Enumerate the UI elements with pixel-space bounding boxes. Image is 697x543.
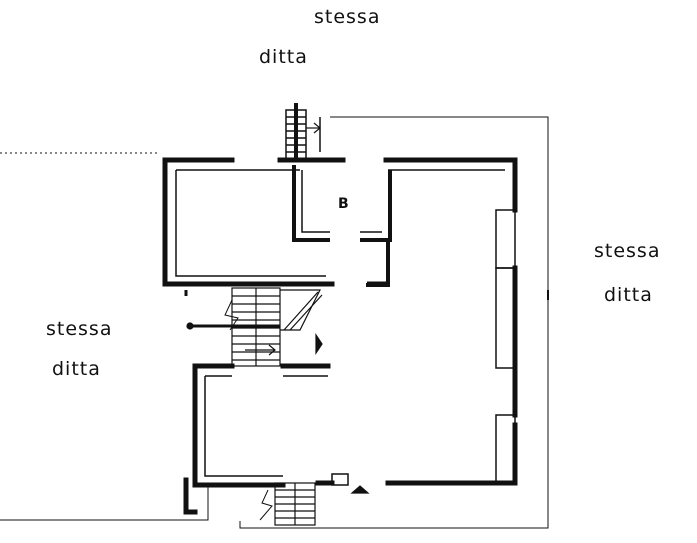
- entrance-stair: [259, 482, 370, 526]
- interior-wall-lines: [175, 169, 516, 486]
- label-top-line1: stessa: [314, 6, 381, 28]
- label-left-line2: ditta: [52, 358, 101, 380]
- label-left-line1: stessa: [46, 318, 113, 340]
- main-stair: [186, 287, 323, 367]
- label-right-line2: ditta: [604, 284, 653, 306]
- room-b-walls: [292, 165, 392, 287]
- label-top-line2: ditta: [259, 46, 308, 68]
- property-boundary: [0, 116, 549, 529]
- room-b-inner-lines: [301, 170, 382, 233]
- room-b-label: B: [338, 196, 349, 212]
- label-right-line1: stessa: [594, 240, 661, 262]
- top-stair: [285, 103, 321, 161]
- exterior-walls: [162, 157, 518, 515]
- door-openings: [184, 281, 390, 296]
